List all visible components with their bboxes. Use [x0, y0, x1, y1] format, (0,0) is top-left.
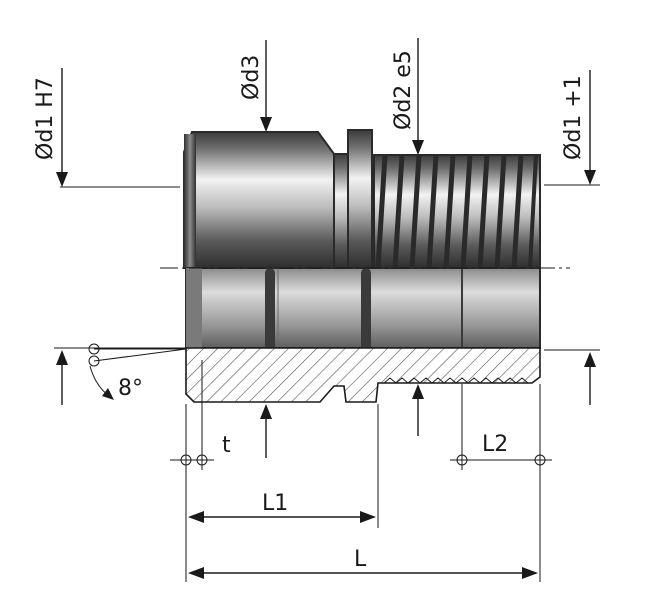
dim-l1: L1 — [188, 404, 379, 528]
dim-d2-e5: Ød2 e5 — [391, 38, 424, 155]
bore-end-face — [186, 268, 202, 348]
dim-lower-left — [54, 347, 186, 405]
collar — [333, 153, 349, 269]
dim-l: L — [188, 547, 538, 579]
sectioned-wall — [185, 347, 541, 403]
dim-t: t — [170, 360, 231, 582]
dim-d3: Ød3 — [239, 40, 272, 132]
label-d1-plus1: Ød1 +1 — [561, 75, 586, 160]
thread-ridges — [375, 154, 538, 269]
thread-profile — [383, 377, 529, 384]
groove-ring — [347, 129, 373, 269]
fitting-bore — [185, 267, 541, 352]
inner-groove-2 — [361, 268, 371, 352]
dim-d1-plus1: Ød1 +1 — [544, 70, 600, 186]
inner-groove-1 — [265, 268, 275, 352]
dim-l2: L2 — [450, 384, 552, 582]
label-t: t — [222, 433, 231, 458]
label-d1-h7: Ød1 H7 — [33, 77, 58, 160]
dim-lower-right — [544, 349, 600, 405]
socket-body — [183, 131, 335, 269]
label-d3: Ød3 — [239, 55, 264, 100]
hatched-section — [185, 347, 541, 403]
fitting-exterior — [183, 129, 541, 269]
label-l1: L1 — [262, 491, 288, 516]
label-l: L — [354, 547, 367, 572]
dim-d1-h7: Ød1 H7 — [33, 68, 180, 188]
label-d2-e5: Ød2 e5 — [391, 50, 416, 130]
dim-inner-arrows — [260, 384, 424, 458]
dim-angle: 8° — [88, 343, 187, 401]
socket-end-face — [184, 134, 196, 268]
label-angle: 8° — [118, 376, 143, 401]
label-l2: L2 — [482, 432, 508, 457]
